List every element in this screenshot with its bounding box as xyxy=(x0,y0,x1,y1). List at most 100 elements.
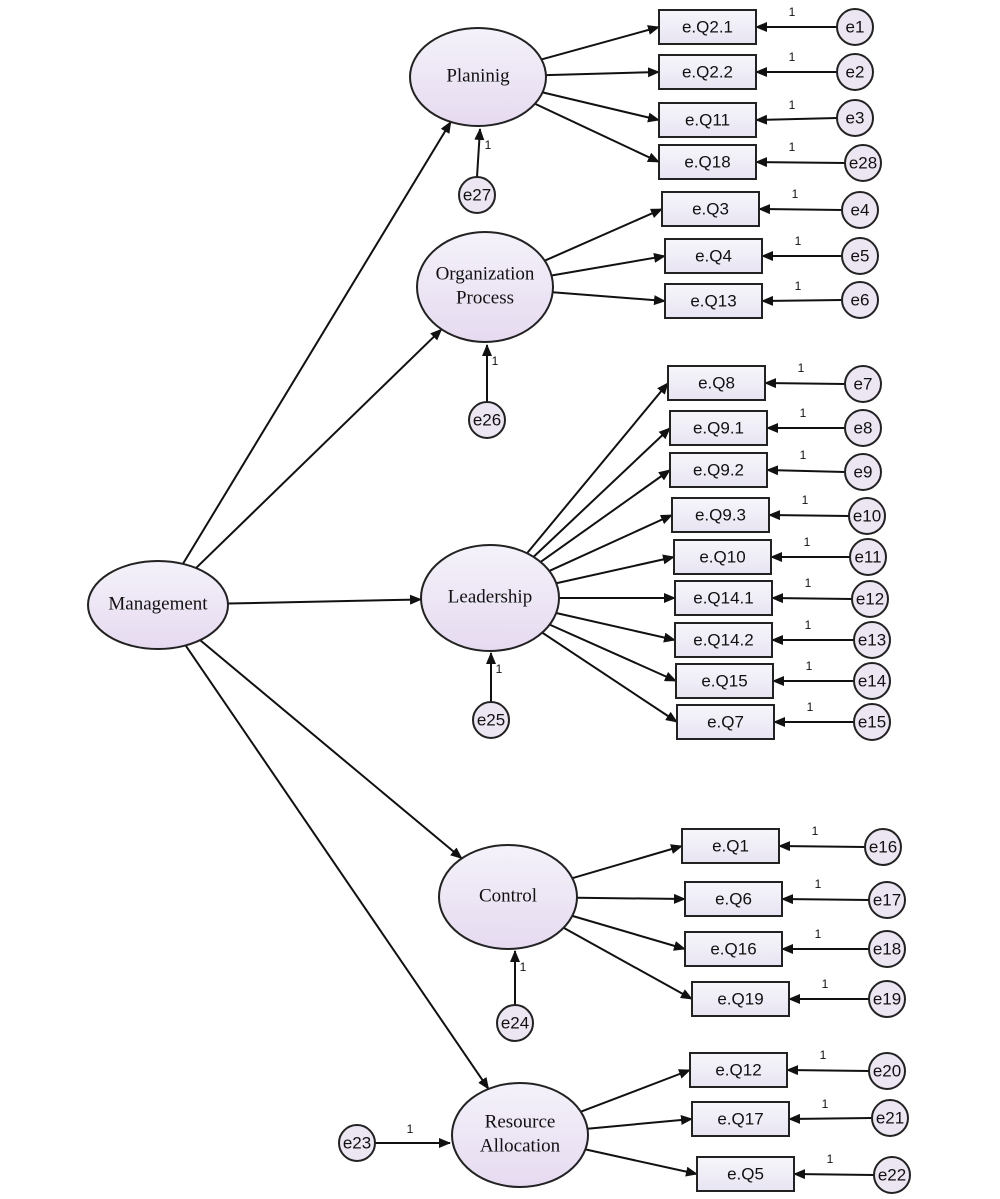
weight-label-e28: 1 xyxy=(789,140,796,154)
weight-label-e14: 1 xyxy=(806,659,813,673)
path-management-to-planinig xyxy=(182,121,452,565)
indicator-q10 xyxy=(673,539,772,575)
indicator-label-q9_3: e.Q9.3 xyxy=(695,505,746,524)
error-e28 xyxy=(844,144,882,182)
error-label-e21: e21 xyxy=(876,1108,904,1127)
indicator-q1 xyxy=(681,828,780,864)
error-e17 xyxy=(868,881,906,919)
weight-label-e20: 1 xyxy=(820,1048,827,1062)
latent-leadership xyxy=(420,544,560,652)
weight-label-e19: 1 xyxy=(822,977,829,991)
latent-label-resource: Resource xyxy=(485,1111,556,1132)
disturbance-e24 xyxy=(496,1004,534,1042)
weight-label-e3: 1 xyxy=(789,98,796,112)
indicator-q6 xyxy=(684,881,783,917)
error-label-e4: e4 xyxy=(851,200,870,219)
indicator-q8 xyxy=(667,365,766,401)
weight-label-e2: 1 xyxy=(789,50,796,64)
loading-planinig-to-q18 xyxy=(534,102,660,163)
indicator-label-q1: e.Q1 xyxy=(712,836,749,855)
weight-label-e25: 1 xyxy=(496,662,503,676)
indicator-label-q5: e.Q5 xyxy=(727,1164,764,1183)
error-e13 xyxy=(853,621,891,659)
indicator-label-q2_1: e.Q2.1 xyxy=(682,17,733,36)
latent-control xyxy=(438,844,578,950)
weight-label-e21: 1 xyxy=(822,1097,829,1111)
loading-planinig-to-q2_1 xyxy=(541,25,660,61)
indicator-label-q16: e.Q16 xyxy=(710,939,756,958)
loading-organization-to-q4 xyxy=(551,252,666,277)
indicator-label-q10: e.Q10 xyxy=(699,547,745,566)
weight-label-e6: 1 xyxy=(795,279,802,293)
loading-leadership-to-q10 xyxy=(556,554,675,585)
indicator-q12 xyxy=(689,1052,788,1088)
error-label-e6: e6 xyxy=(851,290,870,309)
weight-label-e7: 1 xyxy=(798,361,805,375)
indicator-q15 xyxy=(675,663,774,699)
loading-control-to-q19 xyxy=(563,926,693,1000)
path-e16-to-q1 xyxy=(778,841,866,852)
loading-leadership-to-q9_1 xyxy=(532,427,671,558)
indicator-label-q15: e.Q15 xyxy=(701,671,747,690)
latent-label-resource: Allocation xyxy=(480,1135,561,1156)
error-label-e12: e12 xyxy=(856,589,884,608)
weight-label-e1: 1 xyxy=(789,5,796,19)
error-e15 xyxy=(853,703,891,741)
loading-leadership-to-q9_2 xyxy=(540,469,671,563)
indicator-q14_2 xyxy=(674,622,773,658)
loading-resource-to-q12 xyxy=(580,1069,691,1113)
path-e21-to-q17 xyxy=(788,1113,873,1124)
error-label-e5: e5 xyxy=(851,246,870,265)
indicator-q16 xyxy=(684,931,783,967)
loading-leadership-to-q9_3 xyxy=(548,514,673,572)
path-e7-to-q8 xyxy=(764,378,846,389)
loading-control-to-q6 xyxy=(576,893,686,904)
weight-label-e17: 1 xyxy=(815,877,822,891)
loading-organization-to-q13 xyxy=(552,291,666,306)
disturbance-e26 xyxy=(468,401,506,439)
weight-label-e4: 1 xyxy=(792,187,799,201)
latent-management xyxy=(87,560,229,650)
weight-label-e22: 1 xyxy=(827,1152,834,1166)
disturbance-e27 xyxy=(458,176,496,214)
path-e6-to-q13 xyxy=(761,295,843,306)
indicator-label-q18: e.Q18 xyxy=(684,152,730,171)
path-e12-to-q14_1 xyxy=(771,593,853,604)
weight-label-e9: 1 xyxy=(800,448,807,462)
error-label-e18: e18 xyxy=(873,939,901,958)
indicator-q13 xyxy=(664,283,763,319)
disturbance-e23 xyxy=(338,1124,376,1162)
error-e11 xyxy=(849,538,887,576)
loading-planinig-to-q2_2 xyxy=(545,67,660,78)
loading-planinig-to-q11 xyxy=(542,91,660,123)
error-e7 xyxy=(844,365,882,403)
error-label-e16: e16 xyxy=(869,837,897,856)
indicator-q2_2 xyxy=(658,54,757,90)
weight-label-e26: 1 xyxy=(492,354,499,368)
error-label-e11: e11 xyxy=(854,547,881,566)
weight-label-e16: 1 xyxy=(812,824,819,838)
error-label-e17: e17 xyxy=(873,890,901,909)
error-e18 xyxy=(868,930,906,968)
error-label-e9: e9 xyxy=(854,462,873,481)
error-e9 xyxy=(844,453,882,491)
error-label-e7: e7 xyxy=(854,374,873,393)
indicator-q19 xyxy=(691,981,790,1017)
error-label-e19: e19 xyxy=(873,989,901,1008)
indicator-q9_1 xyxy=(669,410,768,446)
loading-resource-to-q5 xyxy=(585,1148,698,1177)
latent-planinig xyxy=(409,27,547,127)
latent-label-planinig: Planinig xyxy=(446,65,510,86)
loading-control-to-q1 xyxy=(572,844,683,880)
indicator-label-q7: e.Q7 xyxy=(707,712,744,731)
path-e28-to-q18 xyxy=(755,157,846,168)
path-e17-to-q6 xyxy=(781,894,870,905)
path-e10-to-q9_3 xyxy=(768,510,850,521)
loading-leadership-to-q14_2 xyxy=(555,612,676,643)
path-e4-to-q3 xyxy=(758,204,843,215)
loading-control-to-q16 xyxy=(572,914,686,951)
path-management-to-organization xyxy=(195,328,443,569)
disturbance-label-e23: e23 xyxy=(343,1133,371,1152)
indicator-q5 xyxy=(696,1156,795,1192)
